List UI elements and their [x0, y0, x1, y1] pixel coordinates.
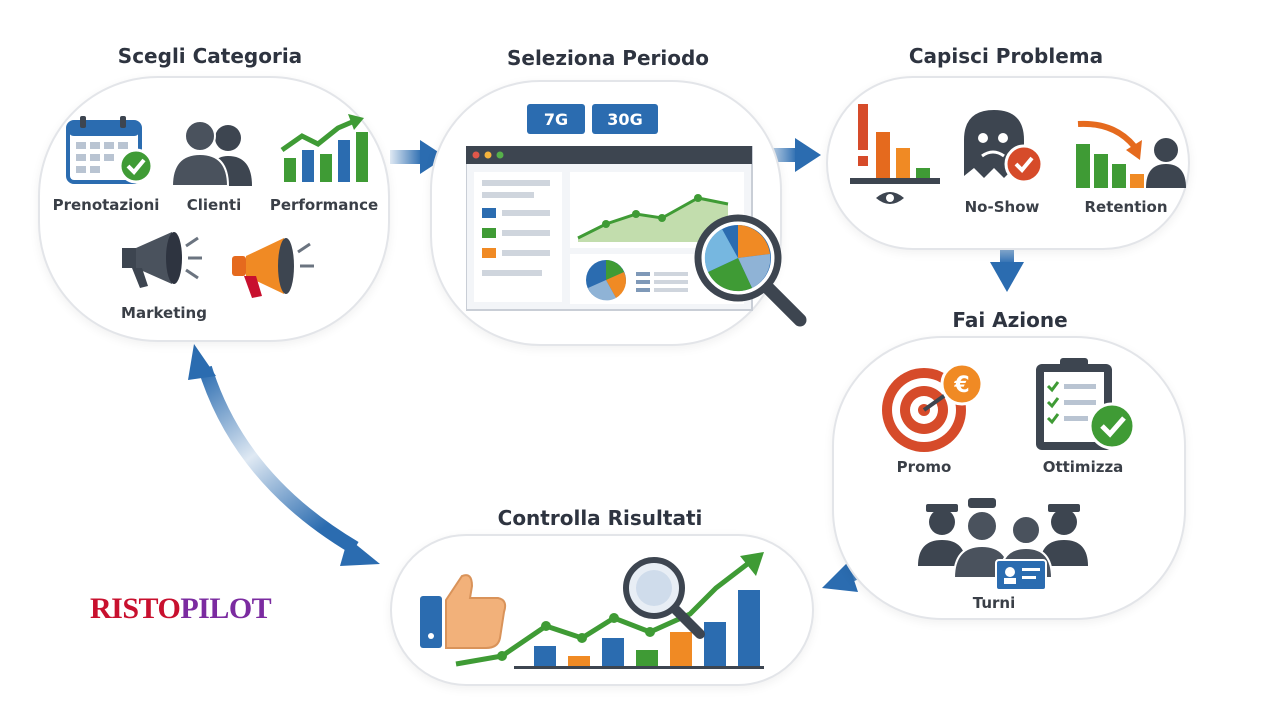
- arrow-choose-to-period: [390, 140, 446, 174]
- problem-item-retention[interactable]: Retention: [1084, 198, 1168, 216]
- action-item-turni[interactable]: Turni: [972, 594, 1016, 612]
- step-period-title: Seleziona Periodo: [506, 46, 710, 70]
- step-choose-title: Scegli Categoria: [117, 44, 303, 68]
- logo-part-pilot: PILOT: [180, 592, 272, 625]
- checklist-icon: [1036, 358, 1136, 450]
- period-chip-7g[interactable]: 7G: [527, 104, 585, 134]
- step-problem-title: Capisci Problema: [908, 44, 1104, 68]
- action-item-ottimizza[interactable]: Ottimizza: [1042, 458, 1124, 476]
- period-chip-30g[interactable]: 30G: [592, 104, 658, 134]
- magnifier-pie-icon: [694, 214, 807, 327]
- step-action-title: Fai Azione: [952, 308, 1068, 332]
- arrow-results-to-choose: [188, 344, 380, 566]
- step-action-panel: € Promo Ottimizza Turni: [832, 336, 1186, 620]
- category-item-marketing[interactable]: Marketing: [121, 304, 207, 322]
- calendar-check-icon: [66, 116, 154, 184]
- ristopilot-logo: RISTOPILOT: [90, 592, 272, 626]
- step-problem-panel: No-Show Retention: [826, 76, 1190, 250]
- results-chart-icon: [455, 552, 764, 669]
- step-choose-panel: Prenotazioni Clienti Performance Marketi…: [38, 76, 390, 342]
- growth-chart-icon: [280, 114, 368, 182]
- action-item-promo[interactable]: Promo: [896, 458, 952, 476]
- step-results-title: Controlla Risultati: [497, 506, 703, 530]
- logo-part-risto: RISTO: [90, 592, 181, 625]
- staff-team-icon: [918, 498, 1088, 591]
- alert-bars-icon: [850, 104, 940, 204]
- category-item-clienti[interactable]: Clienti: [186, 196, 242, 214]
- svg-text:€: €: [953, 373, 969, 398]
- ghost-icon: [964, 110, 1044, 184]
- thumbs-up-icon: [420, 574, 507, 649]
- target-euro-icon: €: [882, 362, 984, 452]
- step-results-panel: [390, 534, 814, 686]
- users-icon: [170, 120, 252, 187]
- retention-chart-icon: [1076, 120, 1186, 188]
- category-item-prenotazioni[interactable]: Prenotazioni: [52, 196, 160, 214]
- orange-megaphone-icon: [232, 238, 314, 298]
- problem-item-no-show[interactable]: No-Show: [964, 198, 1040, 216]
- megaphone-icon: [122, 232, 202, 288]
- category-item-performance[interactable]: Performance: [269, 196, 379, 214]
